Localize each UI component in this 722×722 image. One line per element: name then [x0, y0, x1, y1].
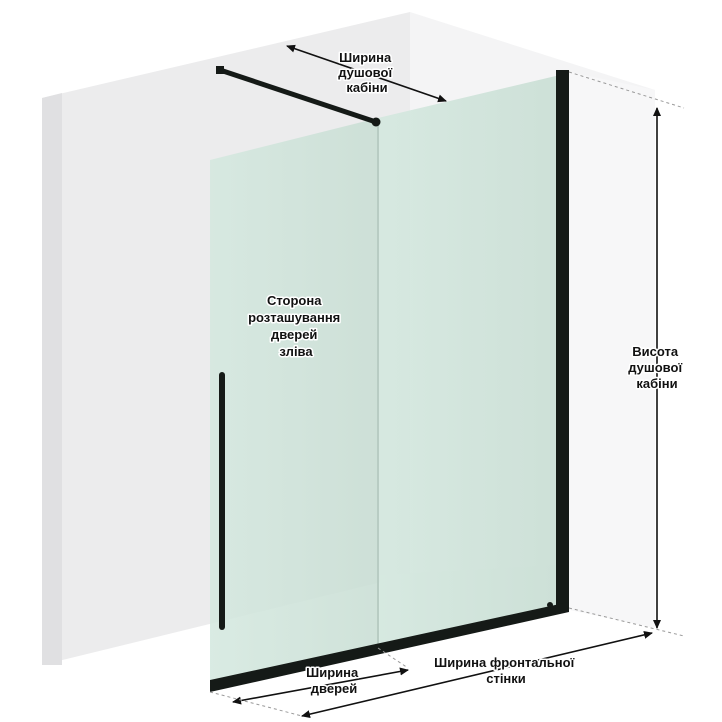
shower-width-label: Ширина душової кабіни	[338, 50, 395, 95]
glass-panels	[210, 75, 560, 685]
shower-height-label: Висота душової кабіни	[628, 344, 685, 391]
front-width-label: Ширина фронтальної стінки	[434, 655, 578, 686]
door-handle	[219, 372, 225, 630]
door-width-guide-right	[377, 647, 409, 669]
shower-width-arrow	[286, 44, 447, 103]
wall-profile	[556, 70, 569, 610]
door-width-label: Ширина дверей	[306, 665, 362, 696]
door-width-guide-left	[209, 691, 303, 717]
dimension-arrows	[209, 44, 685, 719]
front-width-arrow	[301, 630, 653, 719]
stabilizer-bracket	[371, 117, 381, 127]
right-wall-edge	[560, 70, 655, 628]
left-wall-edge	[42, 93, 62, 665]
door-side-label: Сторона розташування дверей зліва	[248, 293, 344, 359]
stabilizer-wall-mount	[216, 66, 224, 74]
sliding-door-glass	[210, 118, 378, 685]
height-bottom-guide	[568, 607, 685, 637]
fixed-glass-panel	[378, 75, 560, 645]
labels: Ширина душової кабіни Сторона розташуван…	[247, 49, 685, 698]
profile-screw	[547, 602, 553, 608]
height-top-guide	[568, 71, 685, 109]
